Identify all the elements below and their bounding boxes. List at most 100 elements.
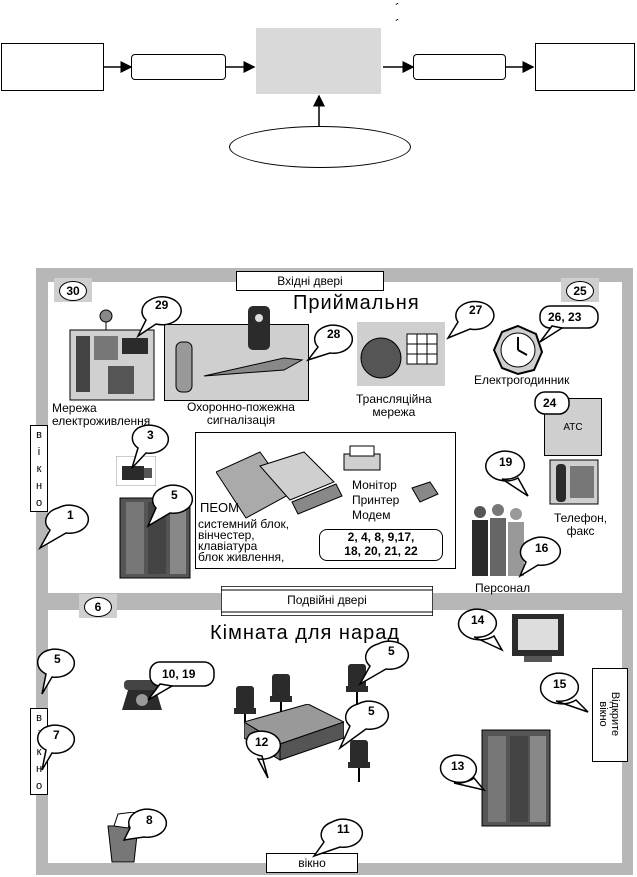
alarm-label: Охоронно-пожежна сигналізація (187, 401, 295, 427)
pc-component-3: клавіатура (198, 539, 258, 553)
block-stage-1 (131, 54, 226, 80)
callout-10-19: 10, 19 (162, 667, 196, 681)
power-network-illustration (69, 309, 155, 401)
callout-14: 14 (471, 613, 485, 627)
callout-5a-shape (146, 484, 194, 528)
phone-fax-icon (549, 459, 599, 505)
callout-8: 8 (146, 813, 153, 827)
callout-26-23: 26, 23 (548, 310, 582, 324)
callout-11: 11 (337, 822, 350, 836)
callout-19-shape (485, 450, 529, 497)
phone-label-line2: факс (566, 524, 595, 538)
badge-30: 30 (59, 281, 87, 301)
block-stage-2 (413, 54, 506, 80)
broadcast-illustration (360, 333, 438, 379)
chairs-left-illustration (234, 674, 292, 728)
callout-1-shape (38, 504, 90, 551)
callout-12-shape (245, 730, 282, 779)
meeting-cabinet-icon (481, 729, 551, 827)
modem-icon (411, 481, 439, 503)
callout-1019-tail (147, 683, 175, 701)
block-source (1, 43, 104, 91)
callout-28: 28 (327, 327, 341, 341)
broadcast-label: Трансляційна мережа (356, 393, 432, 419)
callout-5-reception: 5 (171, 488, 178, 502)
chair-front-illustration (348, 740, 370, 782)
pc-threats-line1: 2, 4, 8, 9,17, (347, 530, 415, 544)
callout-27-shape (446, 300, 495, 340)
badge-25: 25 (566, 281, 594, 301)
window-left-top: в і к н о (30, 425, 48, 512)
clock-icon (492, 324, 544, 376)
printer-icon (343, 445, 381, 471)
window-letter: о (35, 496, 43, 509)
block-ellipse (229, 126, 411, 168)
monitor-label: Монітор (352, 478, 397, 492)
window-letter: в (36, 428, 42, 441)
callout-5-table: 5 (368, 704, 375, 718)
callout-7-shape (36, 724, 76, 771)
callout-28-shape (305, 324, 354, 362)
double-door-shape (220, 585, 434, 617)
window-letter: к (36, 462, 42, 475)
peripherals-list: Монітор Принтер Модем (352, 478, 399, 523)
callout-16: 16 (535, 541, 549, 555)
callout-3-shape (131, 424, 170, 469)
callout-13-shape (439, 754, 487, 792)
entrance-door: Вхідні двері (236, 271, 384, 291)
pc-threats-box: 2, 4, 8, 9,17, 18, 20, 21, 22 (319, 529, 443, 561)
phone-label-line1: Телефон, (554, 511, 608, 525)
callout-5b-shape (36, 648, 76, 695)
callout-5c-shape (358, 640, 410, 687)
callout-19: 19 (499, 455, 513, 469)
window-bottom: вікно (266, 853, 358, 873)
callout-8-shape (122, 808, 168, 841)
callout-13: 13 (451, 759, 465, 773)
camera-icon (116, 456, 156, 486)
power-label-line1: Мережа (52, 401, 97, 415)
badge-6: 6 (84, 597, 112, 617)
alarm-label-line1: Охоронно-пожежна (187, 400, 295, 414)
broadcast-label-line2: мережа (372, 405, 416, 419)
callout-5d-shape (338, 700, 390, 751)
meeting-room-title: Кімната для нарад (210, 622, 400, 644)
callout-7: 7 (53, 728, 60, 742)
atc-box: АТС (544, 398, 602, 456)
callout-14-shape (457, 608, 504, 652)
callout-29: 29 (155, 298, 169, 312)
callout-12: 12 (255, 735, 269, 749)
broadcast-label-line1: Трансляційна (356, 392, 432, 406)
clock-label: Електрогодинник (474, 373, 570, 387)
block-target (535, 43, 635, 91)
callout-5-chair: 5 (388, 644, 395, 658)
power-label-line2: електроживлення (52, 414, 151, 428)
window-letter: к (36, 745, 42, 758)
modem-label: Модем (352, 508, 391, 522)
pc-component-1: системний блок, (198, 517, 290, 531)
pc-components: системний блок, вінчестер, клавіатура бл… (198, 517, 290, 564)
pc-threats-line2: 18, 20, 21, 22 (344, 544, 418, 558)
callout-1: 1 (67, 508, 74, 522)
pc-component-4: блок живлення, (198, 550, 285, 564)
alarm-illustration (175, 306, 304, 393)
phone-fax-label: Телефон, факс (554, 512, 607, 538)
callout-5-window: 5 (54, 652, 61, 666)
window-letter: н (35, 762, 43, 775)
callout-27: 27 (469, 303, 483, 317)
callout-24-shape (534, 391, 570, 415)
window-letter: і (37, 445, 41, 458)
window-open-right: Відкрите вікно (592, 668, 628, 762)
power-network-label: Мережа електроживлення (52, 402, 150, 428)
pc-component-2: вінчестер, (198, 528, 255, 542)
staff-label: Персонал (475, 581, 531, 595)
callout-2623-tail (539, 325, 564, 343)
window-letter: о (35, 779, 43, 792)
callout-11-shape (312, 818, 364, 858)
pc-title: ПЕОМ (200, 500, 239, 515)
tv-icon (512, 614, 564, 662)
callout-3: 3 (147, 428, 154, 442)
alarm-label-line2: сигналізація (206, 413, 276, 427)
reception-title: Приймальня (293, 292, 420, 314)
double-door: Подвійні двері (220, 585, 434, 617)
